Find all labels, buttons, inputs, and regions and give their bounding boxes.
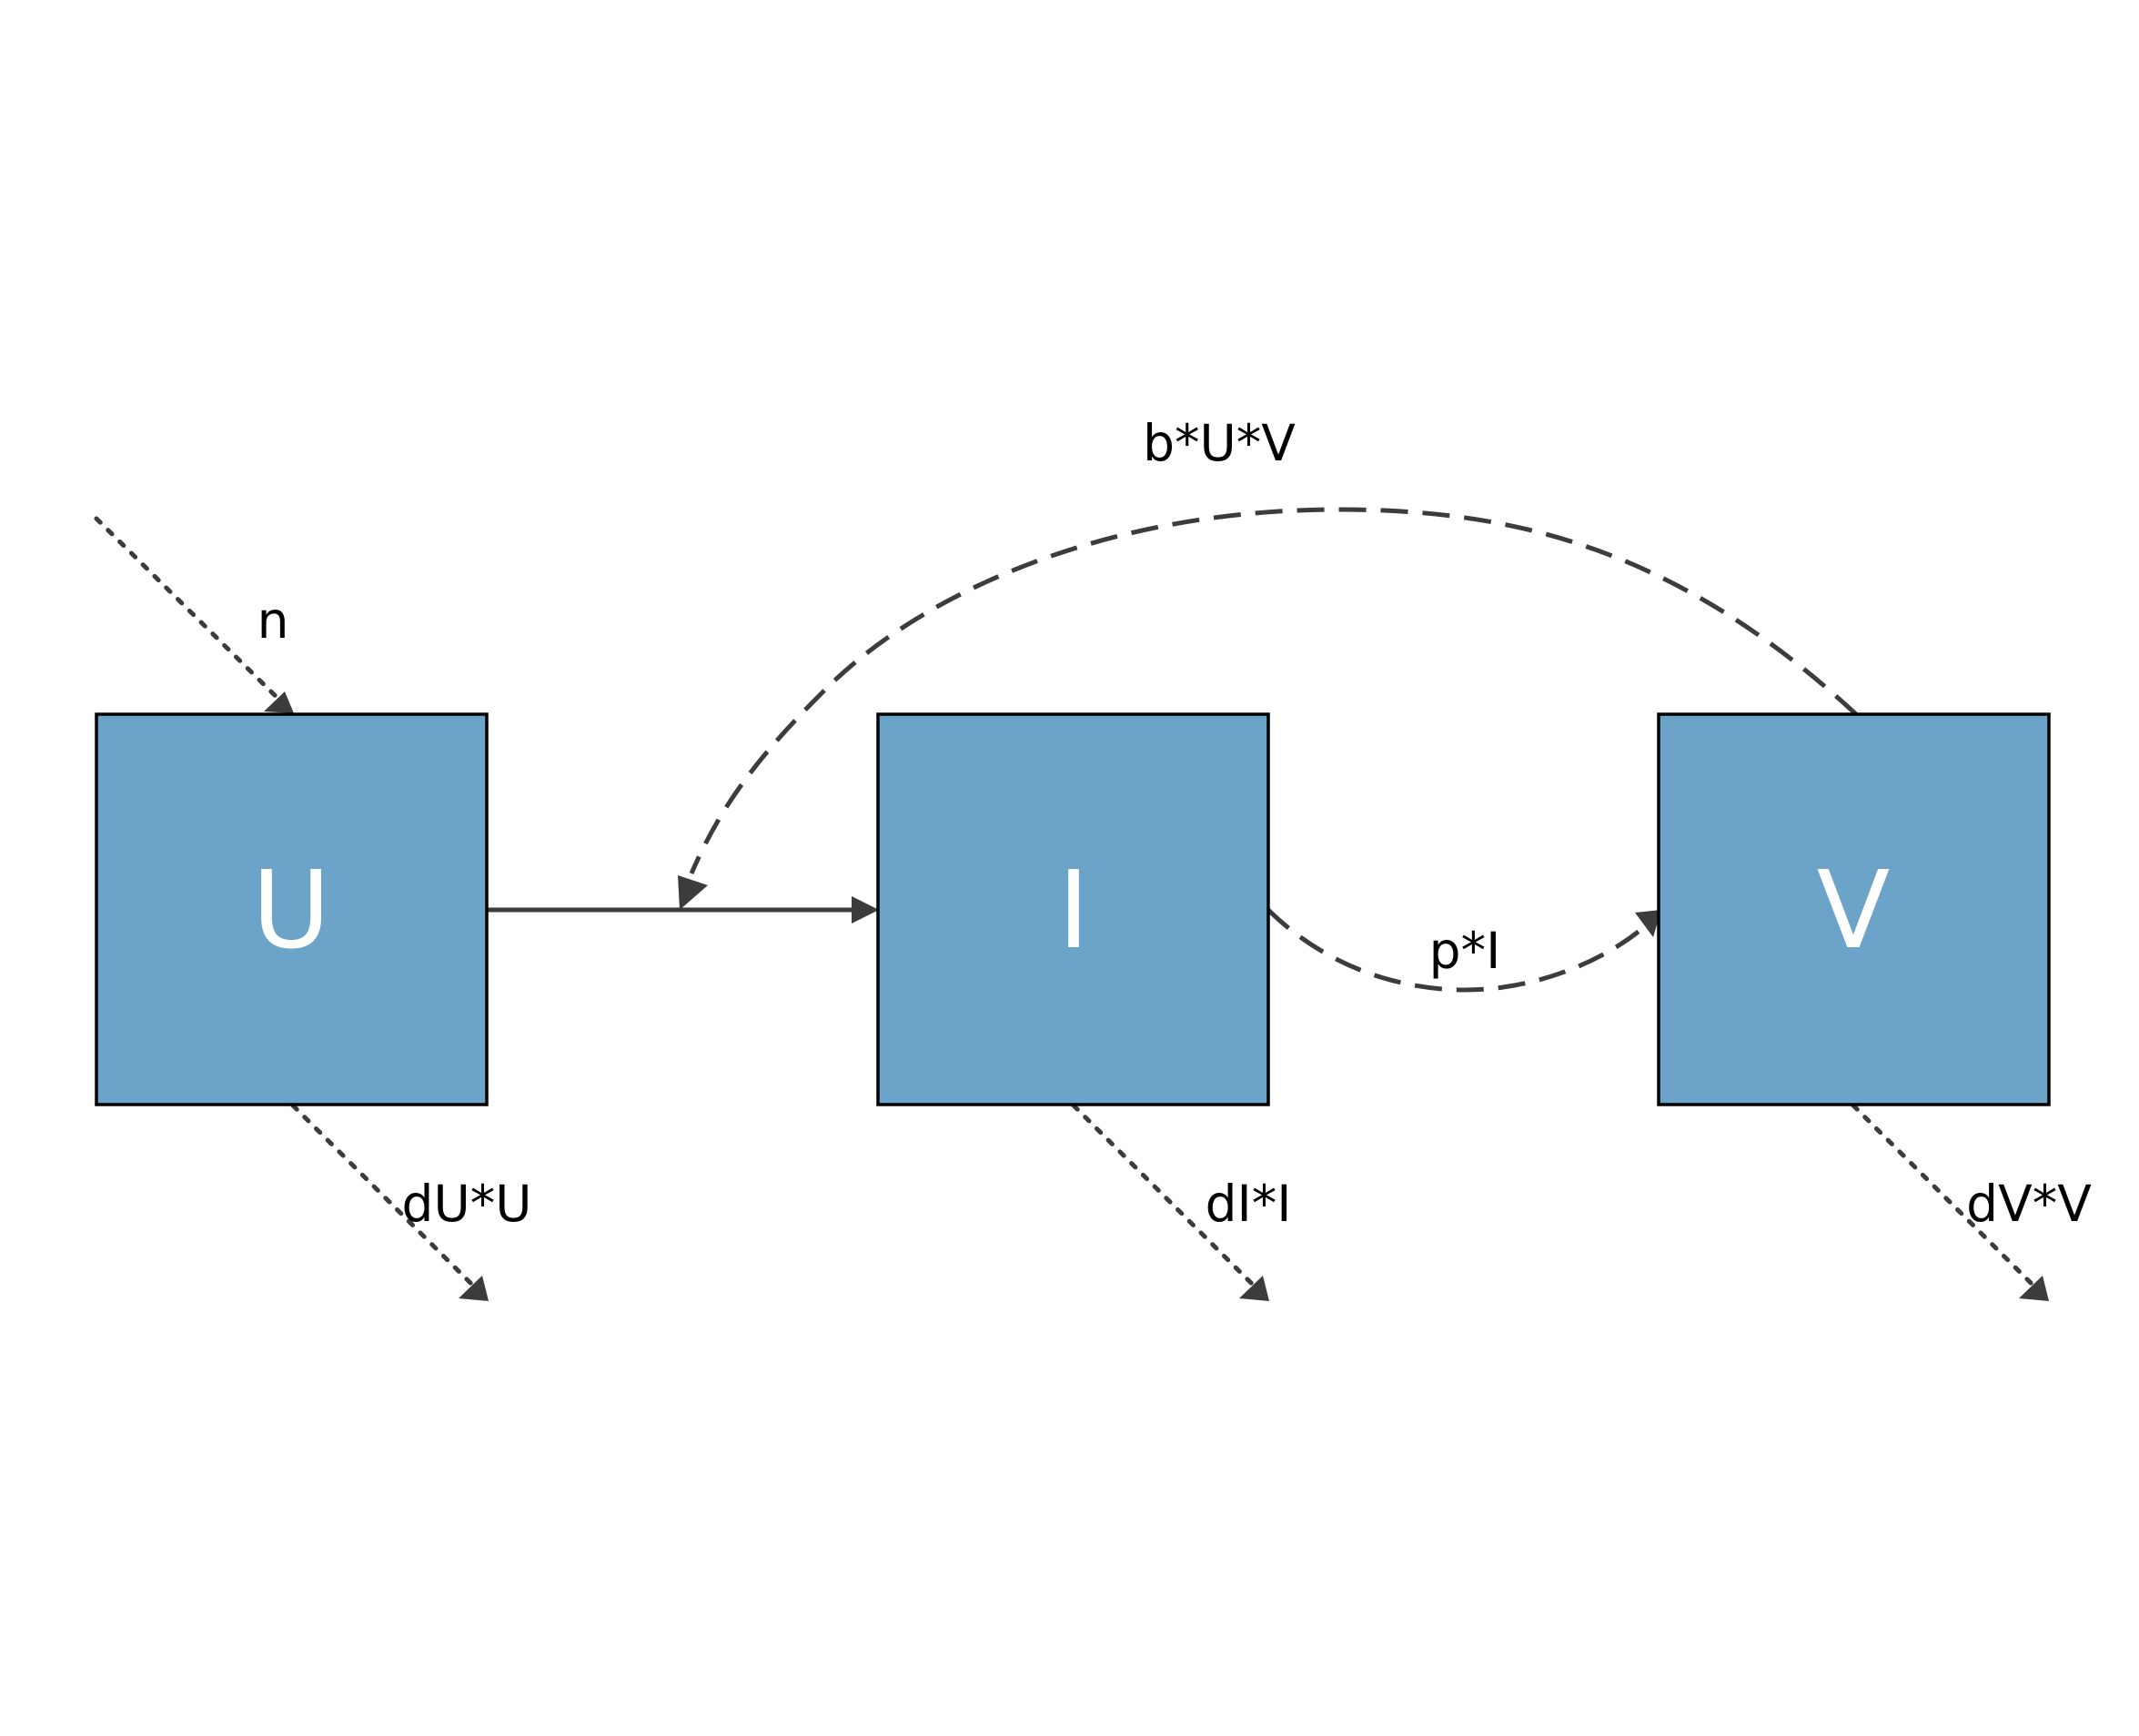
node-u: U (95, 712, 489, 1106)
node-i-box (876, 712, 1270, 1106)
inflow-n-arrow (94, 516, 292, 712)
death-i-label: dI*I (1206, 1175, 1292, 1233)
death-v-arrow (1851, 1103, 2038, 1290)
death-u-label: dU*U (402, 1175, 532, 1233)
death-i-arrow (1071, 1103, 1258, 1290)
death-v-arrowhead (2019, 1276, 2049, 1301)
inflow-n-arrowhead (264, 691, 294, 713)
node-v-label: V (1817, 847, 1891, 973)
death-u-arrow (290, 1103, 478, 1290)
production-curve (1266, 908, 1647, 993)
node-u-box (95, 712, 489, 1106)
node-v-box (1657, 712, 2051, 1106)
interaction-curve (689, 507, 1858, 874)
interaction-arrowhead (678, 875, 708, 910)
node-v: V (1657, 712, 2051, 1106)
death-u-arrowhead (459, 1276, 489, 1301)
infection-flow-arrowhead (852, 896, 879, 924)
death-v-label: dV*V (1966, 1175, 2092, 1233)
node-u-label: U (252, 847, 330, 973)
node-i: I (876, 712, 1270, 1106)
death-i-arrowhead (1239, 1276, 1269, 1301)
node-i-label: I (1058, 847, 1090, 973)
production-label: p*I (1429, 922, 1501, 980)
production-arrowhead (1635, 910, 1661, 937)
inflow-n-label: n (257, 591, 289, 650)
interaction-label: b*U*V (1143, 414, 1296, 472)
